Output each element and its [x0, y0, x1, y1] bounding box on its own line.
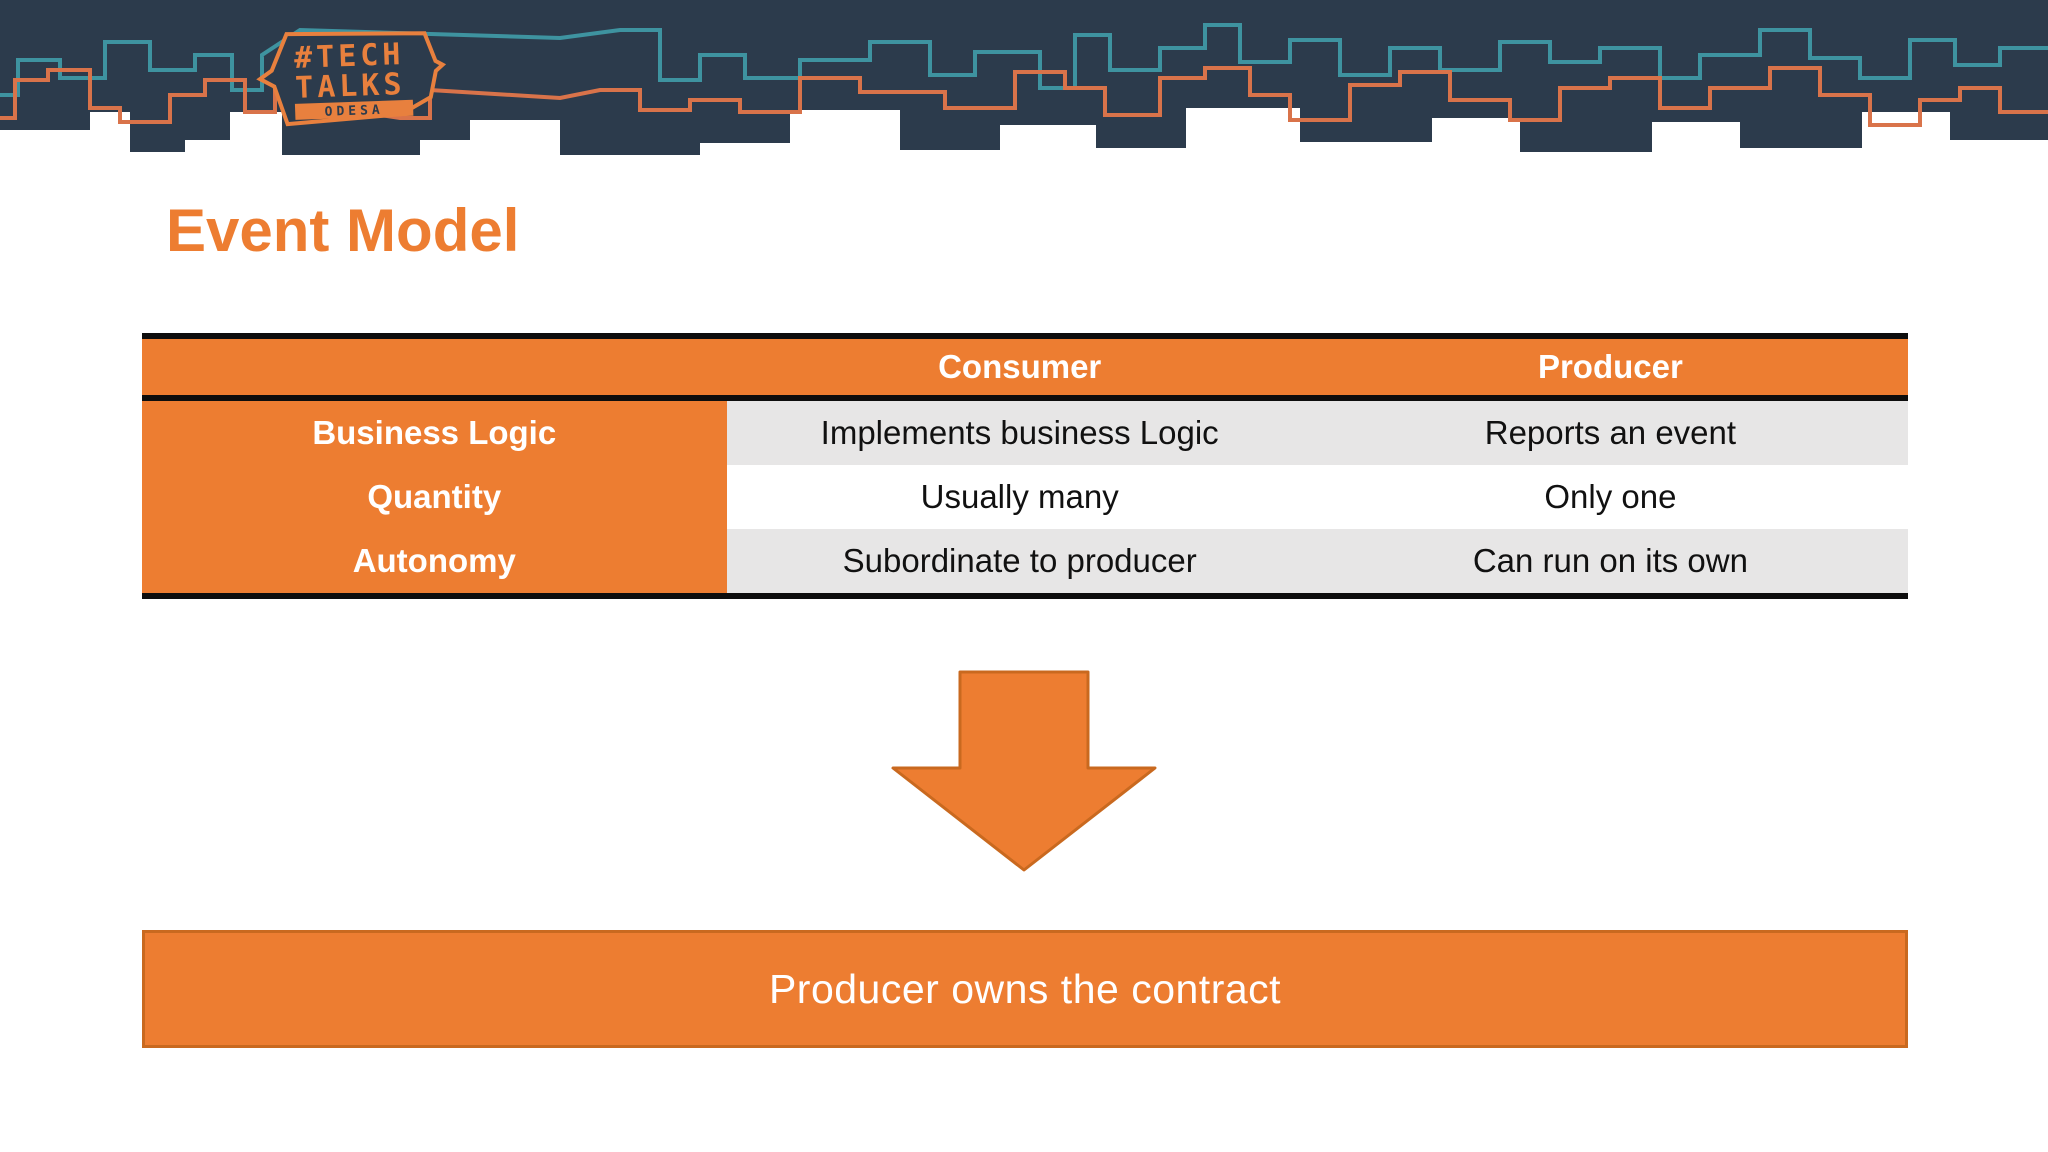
table-header-producer: Producer	[1312, 339, 1908, 401]
down-arrow-icon	[891, 670, 1157, 872]
cell-producer-business-logic: Reports an event	[1312, 401, 1908, 465]
cell-consumer-business-logic: Implements business Logic	[726, 401, 1313, 465]
table-header-consumer: Consumer	[726, 339, 1313, 401]
row-label-quantity: Quantity	[142, 465, 727, 529]
table-header-empty	[142, 339, 727, 401]
conclusion-banner-text: Producer owns the contract	[768, 965, 1282, 1012]
row-label-autonomy: Autonomy	[142, 529, 727, 593]
top-skyline-banner: #TECH TALKS ODESA	[0, 0, 2048, 165]
cell-producer-autonomy: Can run on its own	[1312, 529, 1908, 593]
logo-line3: ODESA	[324, 103, 384, 120]
cell-producer-quantity: Only one	[1312, 465, 1908, 529]
teal-circuit-line	[0, 23, 2048, 97]
logo-line2: TALKS	[295, 67, 406, 106]
orange-circuit-line	[0, 66, 2048, 127]
down-arrow-shape	[891, 670, 1157, 872]
logo-line1: #TECH	[294, 37, 405, 76]
page-title: Event Model	[166, 197, 520, 264]
logo-odesa-bar	[294, 99, 414, 120]
cell-consumer-quantity: Usually many	[726, 465, 1313, 529]
conclusion-banner: Producer owns the contract	[142, 930, 1908, 1048]
skyline-graphic: #TECH TALKS ODESA	[0, 0, 2048, 155]
row-label-business-logic: Business Logic	[142, 401, 727, 465]
techtalks-logo: #TECH TALKS ODESA	[256, 31, 447, 127]
cell-consumer-autonomy: Subordinate to producer	[726, 529, 1313, 593]
skyline-silhouette	[0, 0, 2048, 155]
comparison-table: Consumer Producer Business Logic Impleme…	[142, 333, 1908, 599]
